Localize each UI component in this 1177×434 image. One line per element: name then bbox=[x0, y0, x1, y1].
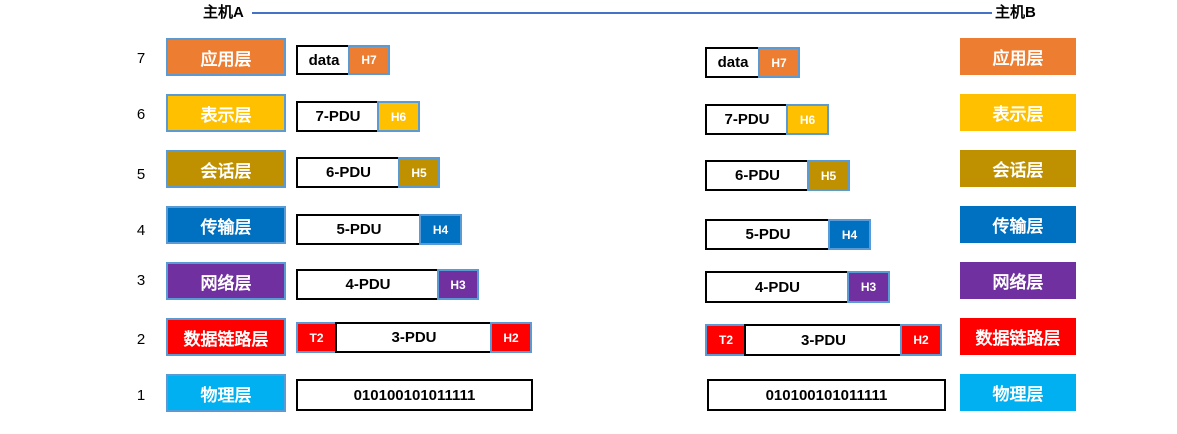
host-a-presentation-layer: 表示层 bbox=[166, 94, 286, 132]
host-a-l5-pdu: 6-PDU bbox=[296, 157, 401, 188]
host-a-datalink-layer: 数据链路层 bbox=[166, 318, 286, 356]
host-b-h7-header: H7 bbox=[758, 47, 800, 78]
layer-number-4: 4 bbox=[136, 222, 146, 239]
layer-number-6: 6 bbox=[136, 106, 146, 123]
host-b-h5-header: H5 bbox=[807, 160, 850, 191]
layer-number-1: 1 bbox=[136, 387, 146, 404]
host-a-label: 主机A bbox=[203, 4, 244, 21]
host-a-h3-header: H3 bbox=[437, 269, 479, 300]
host-b-l2-pdu: 3-PDU bbox=[744, 324, 903, 356]
host-b-physical-layer: 物理层 bbox=[960, 374, 1076, 411]
host-a-session-layer: 会话层 bbox=[166, 150, 286, 188]
host-a-transport-layer: 传输层 bbox=[166, 206, 286, 244]
host-b-l7-data: data bbox=[705, 47, 761, 78]
host-connection-line bbox=[252, 12, 992, 14]
host-b-l6-pdu: 7-PDU bbox=[705, 104, 789, 135]
host-a-l3-pdu: 4-PDU bbox=[296, 269, 440, 300]
host-a-l7-data: data bbox=[296, 45, 352, 75]
host-b-l1-bits: 010100101011111 bbox=[707, 379, 946, 411]
host-b-h4-header: H4 bbox=[828, 219, 871, 250]
host-a-application-layer: 应用层 bbox=[166, 38, 286, 76]
host-a-l2-pdu: 3-PDU bbox=[335, 322, 493, 353]
host-a-l1-bits: 010100101011111 bbox=[296, 379, 533, 411]
host-a-h5-header: H5 bbox=[398, 157, 440, 188]
host-b-application-layer: 应用层 bbox=[960, 38, 1076, 75]
host-b-h6-header: H6 bbox=[786, 104, 829, 135]
layer-number-7: 7 bbox=[136, 50, 146, 67]
host-a-h2-header: H2 bbox=[490, 322, 532, 353]
host-b-h3-header: H3 bbox=[847, 271, 890, 303]
host-a-h4-header: H4 bbox=[419, 214, 462, 245]
host-b-h2-header: H2 bbox=[900, 324, 942, 356]
host-a-l4-pdu: 5-PDU bbox=[296, 214, 422, 245]
layer-number-3: 3 bbox=[136, 272, 146, 289]
host-b-t2-trailer: T2 bbox=[705, 324, 747, 356]
host-a-physical-layer: 物理层 bbox=[166, 374, 286, 412]
host-a-l6-pdu: 7-PDU bbox=[296, 101, 380, 132]
layer-number-2: 2 bbox=[136, 331, 146, 348]
host-a-t2-trailer: T2 bbox=[296, 322, 337, 353]
host-b-label: 主机B bbox=[995, 4, 1036, 21]
host-b-transport-layer: 传输层 bbox=[960, 206, 1076, 243]
layer-number-5: 5 bbox=[136, 166, 146, 183]
host-a-h6-header: H6 bbox=[377, 101, 420, 132]
host-b-session-layer: 会话层 bbox=[960, 150, 1076, 187]
host-b-presentation-layer: 表示层 bbox=[960, 94, 1076, 131]
host-a-h7-header: H7 bbox=[348, 45, 390, 75]
host-a-network-layer: 网络层 bbox=[166, 262, 286, 300]
host-b-l4-pdu: 5-PDU bbox=[705, 219, 831, 250]
host-b-l3-pdu: 4-PDU bbox=[705, 271, 850, 303]
host-b-datalink-layer: 数据链路层 bbox=[960, 318, 1076, 355]
host-b-network-layer: 网络层 bbox=[960, 262, 1076, 299]
host-b-l5-pdu: 6-PDU bbox=[705, 160, 810, 191]
